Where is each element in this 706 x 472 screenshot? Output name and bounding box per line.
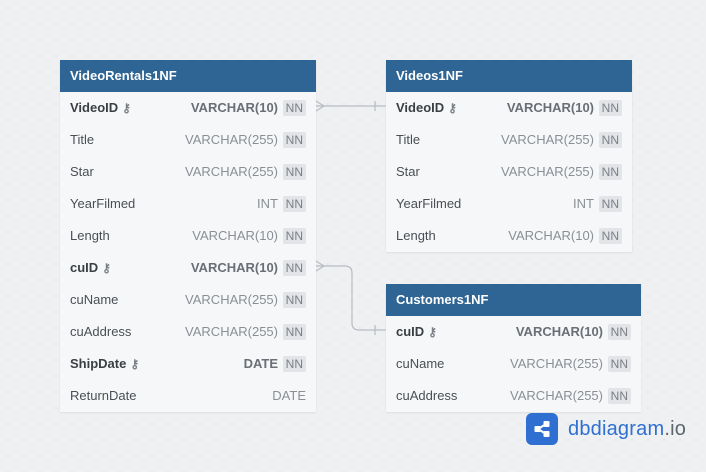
column-row[interactable]: cuName VARCHAR(255) NN	[386, 348, 641, 380]
column-row[interactable]: Title VARCHAR(255) NN	[60, 124, 316, 156]
table-videorentals1nf[interactable]: VideoRentals1NF VideoID⚷ VARCHAR(10) NN …	[60, 60, 316, 412]
column-name: VideoID	[70, 100, 119, 115]
column-type: INT	[573, 196, 594, 211]
column-name-wrap: cuID⚷	[70, 252, 111, 284]
column-row[interactable]: Length VARCHAR(10) NN	[386, 220, 632, 252]
not-null-badge: NN	[607, 356, 631, 372]
not-null-badge: NN	[282, 100, 306, 116]
column-row[interactable]: Title VARCHAR(255) NN	[386, 124, 632, 156]
dbdiagram-brand[interactable]: dbdiagram.io	[526, 413, 686, 445]
column-type: VARCHAR(10)	[508, 228, 594, 243]
column-name: cuID	[70, 260, 99, 275]
not-null-badge: NN	[282, 260, 306, 276]
column-type: VARCHAR(10)	[190, 260, 278, 275]
column-row[interactable]: VideoID⚷ VARCHAR(10) NN	[60, 92, 316, 124]
column-row[interactable]: Star VARCHAR(255) NN	[60, 156, 316, 188]
table-title[interactable]: Videos1NF	[386, 60, 632, 92]
column-type: VARCHAR(255)	[185, 164, 278, 179]
column-type: VARCHAR(10)	[190, 100, 278, 115]
link-videoid-many-bottom	[315, 105, 325, 112]
column-name: Title	[396, 132, 421, 147]
column-row[interactable]: Star VARCHAR(255) NN	[386, 156, 632, 188]
column-name: cuAddress	[396, 388, 458, 403]
column-row[interactable]: VideoID⚷ VARCHAR(10) NN	[386, 92, 632, 124]
not-null-badge: NN	[607, 388, 631, 404]
column-name: cuAddress	[70, 324, 132, 339]
brand-tld: .io	[664, 417, 687, 440]
column-name: cuName	[396, 356, 445, 371]
link-cuid	[316, 265, 386, 331]
link-cuid-many-top	[315, 260, 325, 267]
column-row[interactable]: cuAddress VARCHAR(255) NN	[60, 316, 316, 348]
column-name-wrap: VideoID⚷	[396, 92, 457, 124]
table-videos1nf[interactable]: Videos1NF VideoID⚷ VARCHAR(10) NN Title …	[386, 60, 632, 252]
column-type: VARCHAR(10)	[506, 100, 594, 115]
column-row[interactable]: cuID⚷ VARCHAR(10) NN	[60, 252, 316, 284]
not-null-badge: NN	[282, 132, 306, 148]
column-name: cuID	[396, 324, 425, 339]
key-icon: ⚷	[130, 357, 140, 371]
key-icon: ⚷	[448, 101, 457, 115]
column-row[interactable]: YearFilmed INT NN	[60, 188, 316, 220]
column-row[interactable]: YearFilmed INT NN	[386, 188, 632, 220]
table-title[interactable]: Customers1NF	[386, 284, 641, 316]
column-row[interactable]: Length VARCHAR(10) NN	[60, 220, 316, 252]
column-name: YearFilmed	[70, 196, 136, 211]
column-type: INT	[257, 196, 278, 211]
table-customers1nf[interactable]: Customers1NF cuID⚷ VARCHAR(10) NN cuName…	[386, 284, 641, 412]
column-row[interactable]: ReturnDate DATE	[60, 380, 316, 412]
table-title[interactable]: VideoRentals1NF	[60, 60, 316, 92]
column-row[interactable]: ShipDate⚷ DATE NN	[60, 348, 316, 380]
not-null-badge: NN	[598, 132, 622, 148]
key-icon: ⚷	[102, 261, 111, 275]
not-null-badge: NN	[282, 356, 306, 372]
column-name-wrap: VideoID⚷	[70, 92, 131, 124]
column-type: DATE	[243, 356, 278, 371]
column-name: VideoID	[396, 100, 445, 115]
column-row[interactable]: cuName VARCHAR(255) NN	[60, 284, 316, 316]
key-icon: ⚷	[122, 101, 131, 115]
column-row[interactable]: cuID⚷ VARCHAR(10) NN	[386, 316, 641, 348]
column-type: VARCHAR(255)	[510, 388, 603, 403]
column-name-wrap: ShipDate⚷	[70, 348, 139, 380]
column-type: VARCHAR(255)	[501, 164, 594, 179]
not-null-badge: NN	[598, 164, 622, 180]
column-name: Star	[396, 164, 420, 179]
column-type: VARCHAR(10)	[192, 228, 278, 243]
column-name-wrap: cuID⚷	[396, 316, 437, 348]
column-name: ReturnDate	[70, 388, 137, 403]
column-row[interactable]: cuAddress VARCHAR(255) NN	[386, 380, 641, 412]
column-type: VARCHAR(10)	[515, 324, 603, 339]
not-null-badge: NN	[598, 228, 622, 244]
not-null-badge: NN	[282, 228, 306, 244]
column-name: cuName	[70, 292, 119, 307]
column-type: VARCHAR(255)	[501, 132, 594, 147]
column-name: Star	[70, 164, 94, 179]
not-null-badge: NN	[282, 324, 306, 340]
not-null-badge: NN	[282, 196, 306, 212]
not-null-badge: NN	[598, 196, 622, 212]
link-videoid-many-top	[315, 100, 325, 107]
column-type: VARCHAR(255)	[510, 356, 603, 371]
column-type: VARCHAR(255)	[185, 292, 278, 307]
not-null-badge: NN	[282, 292, 306, 308]
column-type: DATE	[272, 388, 306, 403]
column-name: Length	[70, 228, 110, 243]
column-name: Title	[70, 132, 95, 147]
brand-name: dbdiagram.io	[568, 418, 686, 441]
column-name: YearFilmed	[396, 196, 462, 211]
column-name: Length	[396, 228, 436, 243]
link-cuid-many-bottom	[315, 265, 325, 272]
not-null-badge: NN	[598, 100, 622, 116]
brand-main: dbdiagram	[568, 417, 665, 440]
not-null-badge: NN	[607, 324, 631, 340]
key-icon: ⚷	[428, 325, 437, 339]
share-nodes-icon	[526, 413, 558, 445]
column-type: VARCHAR(255)	[185, 324, 278, 339]
column-type: VARCHAR(255)	[185, 132, 278, 147]
column-name: ShipDate	[70, 356, 127, 371]
not-null-badge: NN	[282, 164, 306, 180]
